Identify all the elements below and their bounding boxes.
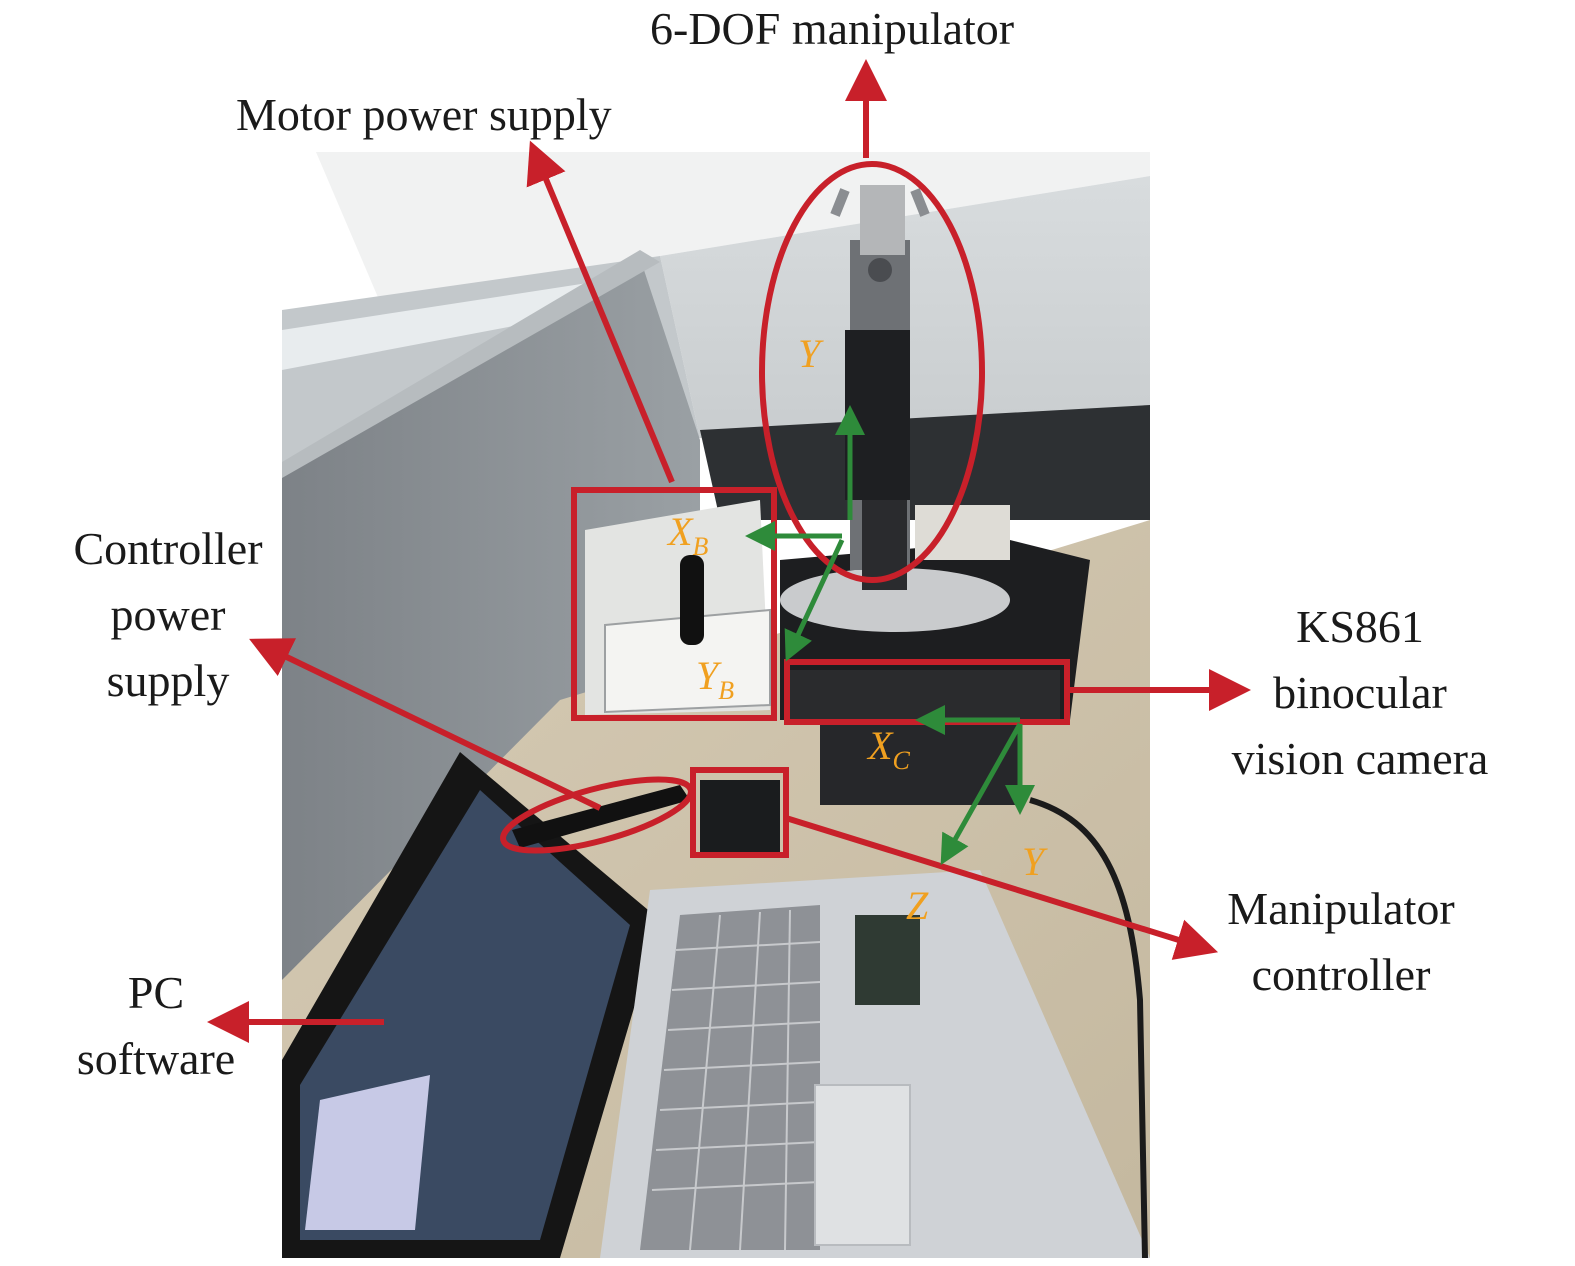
- power-supply-handle: [680, 555, 704, 645]
- power-supply-front: [604, 608, 771, 714]
- arrow-controller-power: [249, 638, 602, 811]
- robot-base-disc: [780, 568, 1010, 632]
- axis-label-zc: Z: [906, 883, 929, 928]
- motor-power-box-outline: [571, 487, 777, 721]
- manipulator-controller-board: [700, 780, 780, 855]
- desk-device: [855, 915, 920, 1005]
- binocular-camera: [790, 670, 1060, 725]
- label-6dof-manipulator: 6-DOF manipulator: [650, 3, 1015, 54]
- arrow-motor-power: [526, 140, 675, 484]
- axis-label-yb: YB: [696, 653, 735, 706]
- laptop-keyboard: [640, 905, 820, 1250]
- laptop-screen-window: [305, 1075, 430, 1230]
- controller-power-adapter: [512, 785, 690, 848]
- back-panel-dark: [700, 405, 1150, 520]
- photo: [282, 152, 1150, 1259]
- axis-label-yc: Y: [1022, 839, 1045, 884]
- label-manipulator-controller: Manipulator controller: [1227, 883, 1455, 1000]
- coordinate-axes: [745, 405, 1035, 866]
- axis-zc: [940, 722, 1023, 866]
- label-ks861-camera: KS861 binocular vision camera: [1231, 601, 1489, 784]
- camera-cable: [1029, 797, 1148, 1259]
- label-pc-software: PC software: [76, 967, 236, 1084]
- manipulator-ellipse: [759, 161, 985, 583]
- label-motor-power-supply: Motor power supply: [236, 89, 612, 140]
- axis-label-xc: XC: [868, 723, 910, 776]
- camera-stand: [820, 725, 1020, 805]
- keyboard-keys: [651, 909, 821, 1251]
- ceiling: [316, 152, 1150, 302]
- axis-yb: [784, 538, 845, 662]
- axis-label-y-top: Y: [798, 331, 821, 376]
- laptop-touchpad: [814, 1084, 911, 1246]
- partition-top-rail: [282, 250, 660, 478]
- label-controller-power-supply: Controller power supply: [73, 523, 263, 706]
- arrow-controller: [785, 815, 1219, 960]
- axis-label-xb: XB: [668, 509, 709, 562]
- controller-box-outline: [690, 767, 789, 858]
